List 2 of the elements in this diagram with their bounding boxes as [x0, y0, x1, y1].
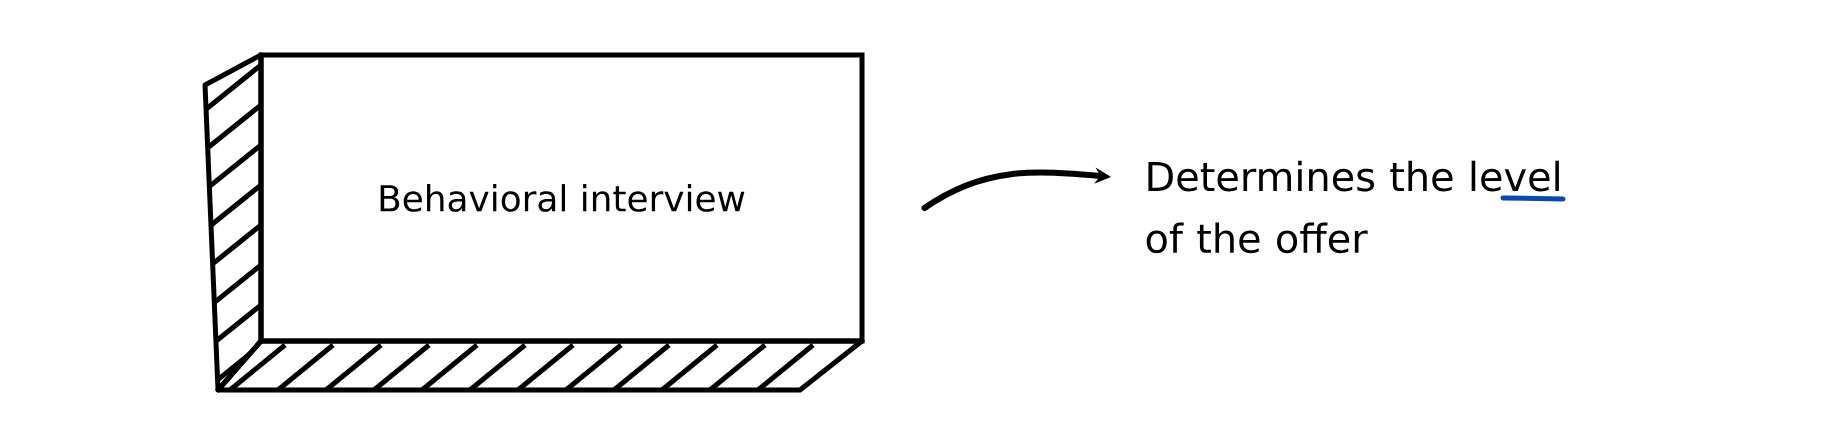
note-text: Determines the level of the offer	[1146, 160, 1559, 254]
process-box: Behavioral interview	[258, 52, 865, 344]
